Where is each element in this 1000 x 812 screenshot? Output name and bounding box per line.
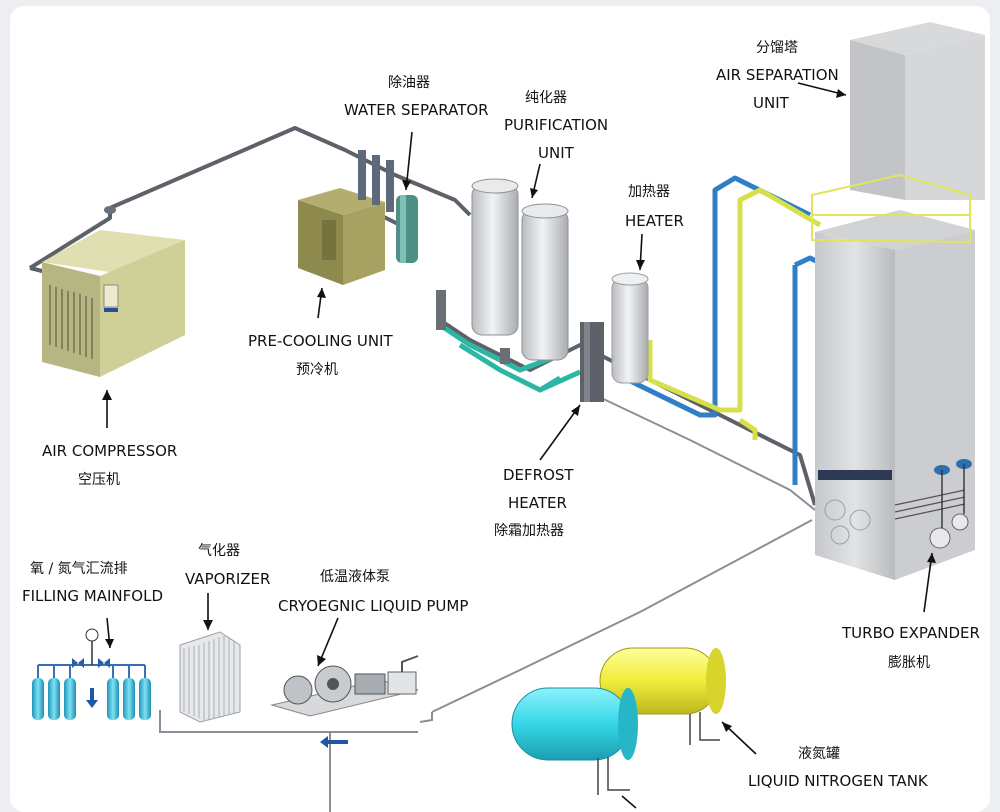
heater-label-cn: 加热器	[628, 184, 670, 200]
air-separation-tower	[811, 22, 985, 580]
background-card	[10, 6, 990, 812]
turbo-expander	[929, 459, 972, 549]
liquid-nitrogen-tank-label-cn: 液氮罐	[798, 746, 840, 762]
filling-manifold	[32, 628, 151, 720]
defrost-heater-label-en2: HEATER	[508, 494, 567, 512]
air-separation-label-en2: UNIT	[753, 94, 790, 112]
turbo-expander-label-cn: 膨胀机	[888, 654, 930, 671]
air-compressor	[42, 206, 185, 377]
water-separator	[358, 150, 418, 263]
purification-label-cn: 纯化器	[525, 90, 567, 106]
labels: 分馏塔 AIR SEPARATION UNIT 除油器 WATER SEPARA…	[22, 40, 980, 790]
callout-arrows	[102, 82, 936, 809]
purification-label-en2: UNIT	[538, 144, 575, 162]
liquid-nitrogen-tank-label-en: LIQUID NITROGEN TANK	[748, 772, 929, 790]
turbo-expander-label-en: TURBO EXPANDER	[841, 624, 980, 642]
cryogenic-pump-label-en: CRYOEGNIC LIQUID PUMP	[278, 597, 468, 615]
air-compressor-label-en: AIR COMPRESSOR	[42, 442, 177, 460]
air-separation-label-cn: 分馏塔	[756, 40, 798, 56]
air-separation-label-en1: AIR SEPARATION	[716, 66, 839, 84]
pre-cooling-label-en: PRE-COOLING UNIT	[248, 332, 393, 350]
heater	[611, 272, 649, 384]
vaporizer-label-cn: 气化器	[198, 543, 240, 559]
water-separator-label-en: WATER SEPARATOR	[344, 101, 489, 119]
defrost-heater-label-cn: 除霜加热器	[494, 523, 564, 539]
vaporizer-label-en: VAPORIZER	[185, 570, 270, 588]
purification-label-en1: PURIFICATION	[504, 116, 608, 134]
pre-cooling-unit	[298, 188, 385, 285]
cryogenic-pump-label-cn: 低温液体泵	[320, 569, 390, 585]
filling-mainfold-label-en: FILLING MAINFOLD	[22, 587, 163, 605]
defrost-heater-label-en1: DEFROST	[503, 466, 574, 484]
pre-cooling-label-cn: 预冷机	[296, 362, 338, 378]
filling-mainfold-label-cn: 氧 / 氮气汇流排	[30, 561, 128, 577]
purification-unit	[436, 178, 569, 364]
liquid-nitrogen-tank	[511, 647, 726, 795]
defrost-heater	[580, 322, 604, 402]
cryogenic-liquid-pump	[270, 655, 419, 717]
vaporizer	[179, 631, 241, 723]
water-separator-label-cn: 除油器	[388, 75, 430, 91]
air-compressor-label-cn: 空压机	[78, 472, 120, 488]
heater-label-en: HEATER	[625, 212, 684, 230]
bottom-liquid-pipe	[159, 519, 813, 812]
teal-valve-manifold	[438, 322, 582, 393]
